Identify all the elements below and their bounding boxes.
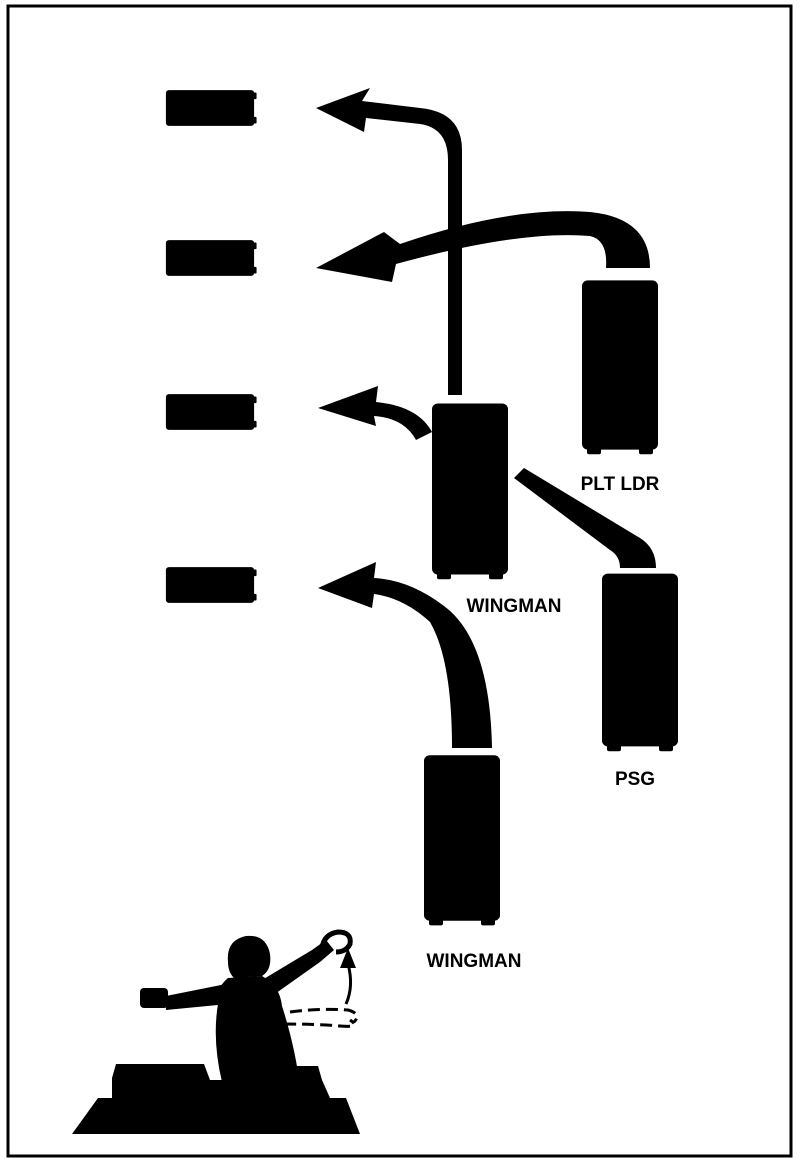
tank-icon <box>166 240 257 276</box>
tank-icon <box>602 574 678 752</box>
label-wingman-bottom: WINGMAN <box>427 951 522 972</box>
arrow-to-position-2 <box>316 211 650 282</box>
tank-icon <box>166 90 257 126</box>
label-wingman-center: WINGMAN <box>467 596 562 617</box>
tank-icon <box>582 280 658 454</box>
arrow-to-position-4 <box>318 562 492 748</box>
tank-icon <box>424 755 500 925</box>
label-plt-ldr: PLT LDR <box>581 474 660 495</box>
tank-icon <box>432 404 508 580</box>
ground-guide-signal-icon <box>72 932 360 1134</box>
label-psg: PSG <box>615 769 655 790</box>
arrow-to-position-3 <box>318 386 432 440</box>
tank-icon <box>166 394 257 430</box>
tank-icon <box>166 567 257 603</box>
